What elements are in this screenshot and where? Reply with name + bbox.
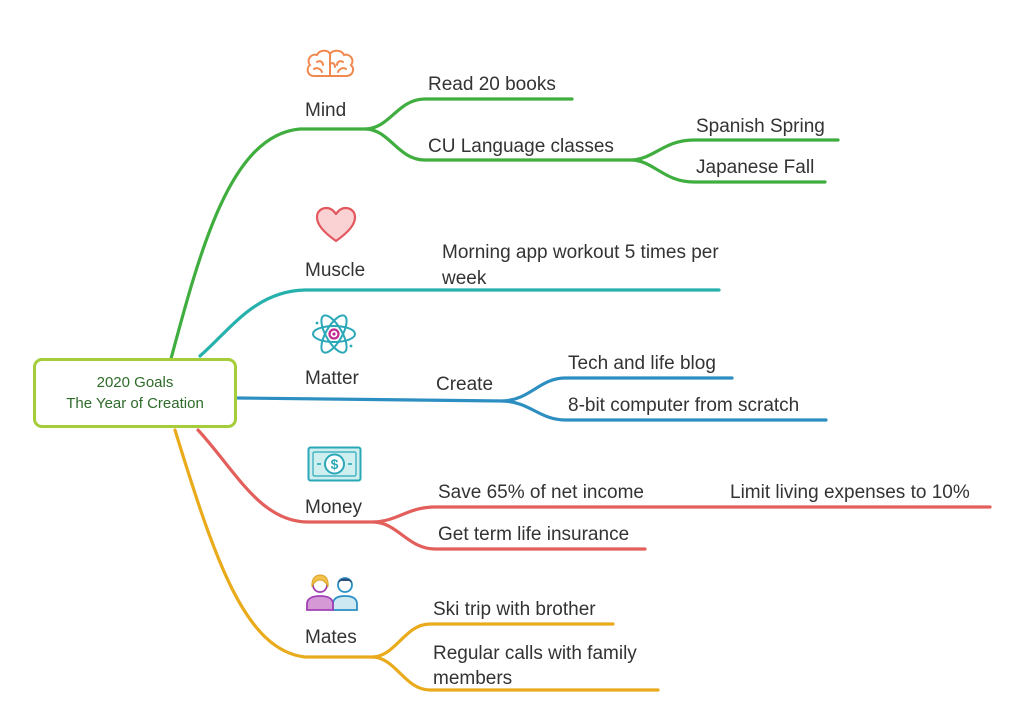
node-family-calls[interactable]: Regular calls with family members	[433, 643, 637, 689]
edge-money-save	[372, 505, 992, 524]
node-ski-trip[interactable]: Ski trip with brother	[433, 599, 596, 620]
edge-mind-read	[364, 97, 574, 131]
edge-root-matter	[236, 396, 505, 403]
root-node[interactable]: 2020 Goals The Year of Creation	[33, 358, 237, 428]
edge-cu-spanish	[630, 138, 840, 162]
node-cu-language[interactable]: CU Language classes	[428, 136, 614, 157]
edge-root-muscle	[198, 288, 721, 358]
edge-mates-ski	[371, 622, 615, 659]
branch-muscle[interactable]: Muscle	[305, 260, 366, 281]
edge-create-blog	[501, 376, 734, 403]
people-icon	[306, 574, 358, 611]
edge-create-computer	[501, 399, 828, 422]
node-create[interactable]: Create	[436, 374, 494, 395]
node-8bit-computer[interactable]: 8-bit computer from scratch	[568, 395, 800, 416]
node-read-books[interactable]: Read 20 books	[428, 74, 556, 95]
node-save-income[interactable]: Save 65% of net income	[438, 482, 644, 503]
edge-mind-cu	[364, 127, 634, 162]
node-spanish-spring[interactable]: Spanish Spring	[696, 116, 825, 137]
edge-mates-calls	[371, 655, 660, 692]
edge-root-money	[196, 428, 376, 524]
root-subtitle: The Year of Creation	[66, 395, 204, 412]
dollar-bill-icon: $	[307, 446, 362, 482]
atom-icon	[312, 314, 356, 354]
edge-root-mates	[173, 428, 375, 659]
edge-cu-japanese	[630, 158, 827, 184]
brain-icon	[306, 49, 355, 77]
node-morning-workout[interactable]: Morning app workout 5 times per week	[442, 242, 719, 289]
branch-mates[interactable]: Mates	[305, 627, 357, 648]
edge-root-mind	[166, 127, 368, 372]
node-tech-blog[interactable]: Tech and life blog	[568, 353, 716, 374]
node-life-insurance[interactable]: Get term life insurance	[438, 524, 630, 545]
node-japanese-fall[interactable]: Japanese Fall	[696, 157, 815, 178]
branch-money[interactable]: Money	[305, 497, 363, 518]
svg-text:$: $	[331, 456, 339, 472]
root-title: 2020 Goals	[96, 374, 174, 391]
edge-money-insurance	[372, 520, 647, 551]
branch-mind[interactable]: Mind	[305, 100, 347, 121]
heart-icon	[315, 206, 357, 243]
node-limit-expenses[interactable]: Limit living expenses to 10%	[730, 482, 970, 503]
branch-matter[interactable]: Matter	[305, 368, 359, 389]
